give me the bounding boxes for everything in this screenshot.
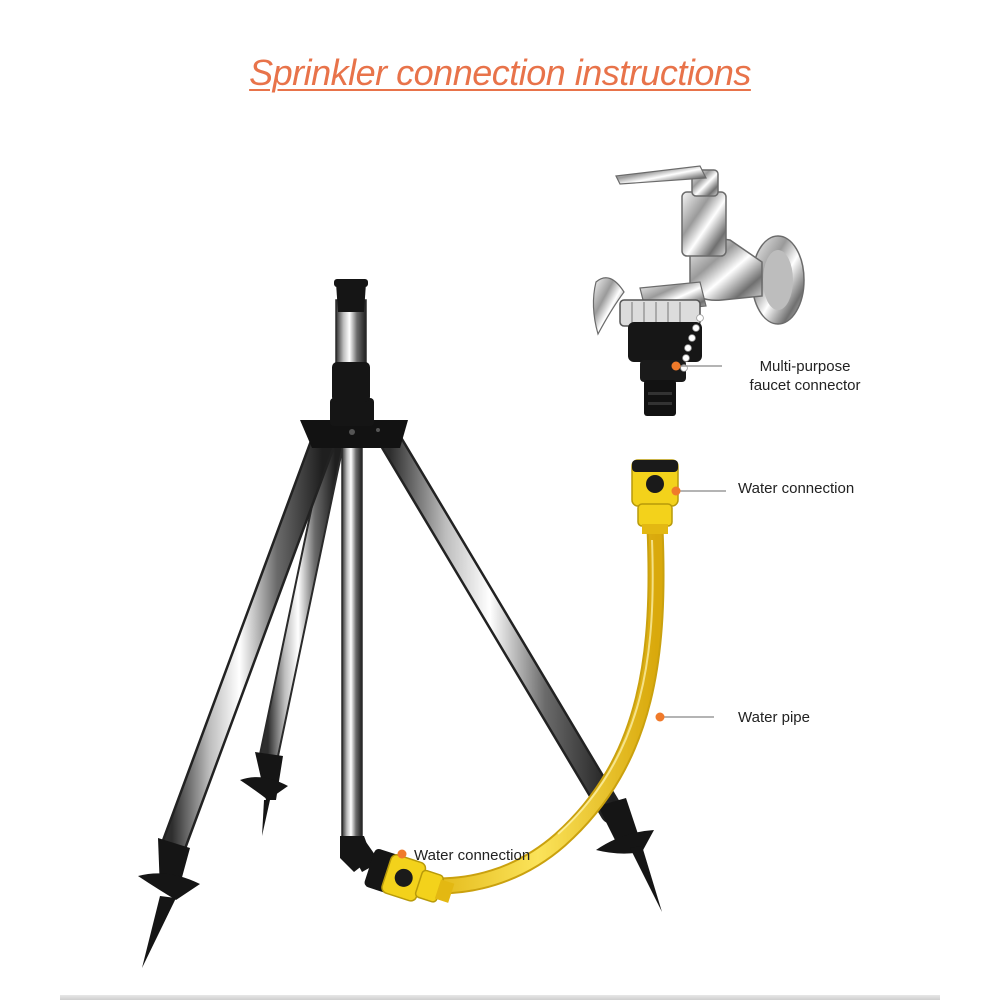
tripod bbox=[138, 279, 662, 968]
label-faucet-connector: Multi-purpose faucet connector bbox=[730, 357, 880, 395]
pipe-bottom-connector bbox=[346, 842, 455, 903]
label-water-pipe: Water pipe bbox=[738, 709, 810, 726]
callout-water-connection-bottom bbox=[397, 849, 407, 859]
floor-shadow bbox=[60, 995, 940, 1000]
callout-water-pipe bbox=[655, 712, 714, 722]
faucet bbox=[592, 165, 805, 416]
label-faucet-connector-line-2: faucet connector bbox=[749, 377, 861, 394]
callout-faucet-connector bbox=[671, 361, 722, 371]
callout-water-connection-top bbox=[671, 486, 726, 496]
label-faucet-connector-line-1: Multi-purpose bbox=[759, 358, 851, 375]
pipe-top-connector bbox=[631, 459, 679, 534]
label-water-connection-top: Water connection bbox=[738, 480, 855, 497]
water-pipe bbox=[411, 519, 665, 895]
tripod-center-riser bbox=[340, 439, 372, 872]
tripod-right-leg bbox=[378, 428, 662, 912]
tripod-upper-riser bbox=[332, 279, 370, 402]
tripod-back-leg bbox=[240, 430, 345, 836]
tripod-hub bbox=[300, 398, 408, 448]
page-title: Sprinkler connection instructions bbox=[249, 52, 751, 93]
label-water-connection-bottom: Water connection bbox=[414, 847, 531, 864]
tripod-left-leg bbox=[138, 432, 335, 968]
